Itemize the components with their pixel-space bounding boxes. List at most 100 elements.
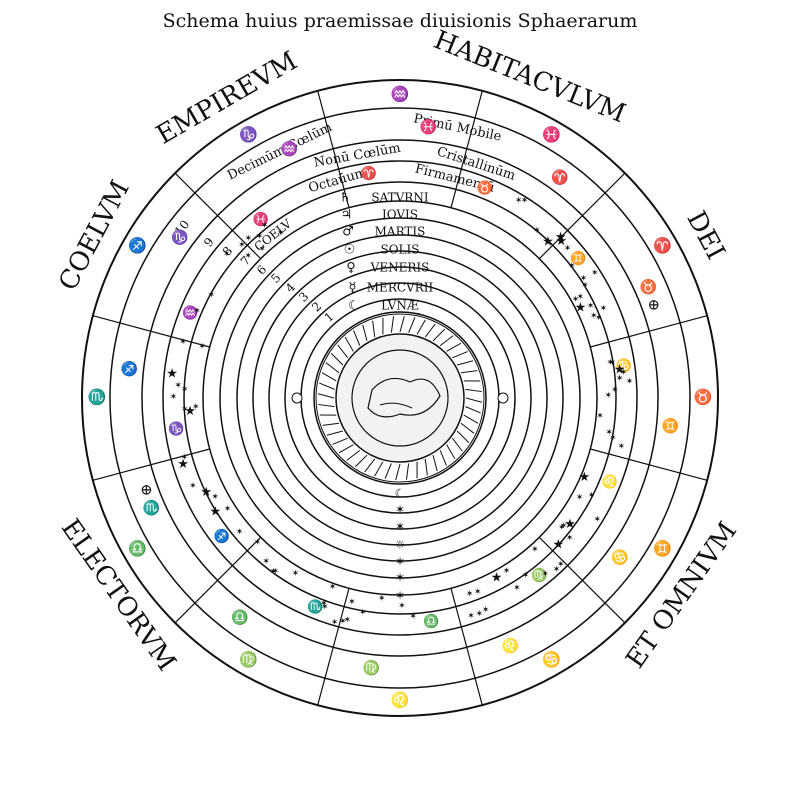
flame-ray bbox=[319, 382, 335, 390]
column-symbol: ☾ bbox=[395, 487, 406, 501]
flame-ray bbox=[344, 336, 354, 352]
star-mark: ✶ bbox=[587, 301, 595, 311]
planet-labels: SATVRNI♄IOVIS♃MARTIS♂SOLIS☉VENERIS♀MERCV… bbox=[339, 191, 433, 314]
star-mark: ✶ bbox=[580, 274, 588, 284]
flame-ray bbox=[318, 403, 335, 408]
outer-word: ET OMNIVM bbox=[620, 517, 743, 674]
planet-name: SATVRNI bbox=[371, 191, 428, 205]
planet-symbol: ☿ bbox=[349, 281, 357, 296]
star-mark: ✶ bbox=[208, 291, 216, 301]
star-mark: ✶ bbox=[475, 609, 483, 619]
star-mark: ✶ bbox=[224, 505, 232, 515]
star-mark: ✶ bbox=[244, 234, 252, 244]
star-mark: ✶ bbox=[292, 569, 300, 579]
star-mark: ✶ bbox=[181, 405, 189, 415]
flame-ray bbox=[424, 458, 428, 476]
planet-name: SOLIS bbox=[381, 243, 420, 257]
star-mark: ✶ bbox=[329, 583, 337, 593]
earth-sun-halo bbox=[315, 313, 485, 483]
star-mark: ✶ bbox=[564, 244, 572, 254]
sphere-ring bbox=[141, 139, 659, 657]
star-mark: ✶ bbox=[557, 560, 565, 570]
column-symbol: ☼ bbox=[395, 538, 406, 552]
star-mark: ✶ bbox=[272, 567, 280, 577]
star-mark: ✶ bbox=[594, 515, 602, 525]
zodiac-sign-outer: ♎ bbox=[128, 540, 147, 558]
flame-ray bbox=[390, 316, 395, 333]
zodiac-sign-firmament: ♑ bbox=[168, 421, 184, 437]
star-mark: ✶ bbox=[223, 249, 231, 259]
star-mark: ✶ bbox=[577, 292, 585, 302]
star-mark: ✶ bbox=[238, 241, 246, 251]
star-mark: ✶ bbox=[609, 358, 617, 368]
zodiac-sign-inner: ♌ bbox=[502, 637, 519, 654]
star-mark: ✶ bbox=[513, 584, 521, 594]
zodiac-sign-outer: ♒ bbox=[391, 85, 410, 103]
star-mark: ✶ bbox=[482, 605, 490, 615]
zodiac-sign-firmament: ♈ bbox=[360, 166, 376, 182]
zodiac-sign-firmament: ♋ bbox=[616, 358, 632, 374]
zodiac-sign-firmament: ♌ bbox=[601, 474, 617, 490]
star-mark: ★ bbox=[166, 367, 178, 382]
star-mark: ✶ bbox=[331, 618, 339, 628]
zodiac-sign-firmament: ♒ bbox=[182, 305, 198, 321]
star-mark: ✶ bbox=[541, 569, 549, 579]
zodiac-sign-outer: ♏ bbox=[88, 388, 107, 406]
sphere-rings bbox=[81, 79, 719, 717]
zodiac-signs: ♈♉♊♉♊♋♊♋♌♋♌♍♌♍♎♍♎♏♎♏♐♏♐♑♐♑♒♑♒♓♒♓♈♓♈♉⊕⊕ bbox=[88, 85, 713, 709]
star-mark: ✶ bbox=[604, 391, 612, 401]
earth-symbol: ⊕ bbox=[647, 296, 660, 314]
zodiac-divider bbox=[174, 172, 262, 260]
earth-globe bbox=[335, 333, 465, 463]
side-marker bbox=[291, 392, 303, 404]
ring-number: 9 bbox=[201, 235, 217, 250]
side-marker bbox=[497, 392, 509, 404]
sphere-ring bbox=[202, 200, 598, 596]
star-mark: ✶ bbox=[269, 567, 277, 577]
star-mark: ★ bbox=[491, 570, 503, 585]
zodiac-sign-inner: ♈ bbox=[551, 169, 568, 186]
star-mark: ✶ bbox=[189, 482, 197, 492]
zodiac-divider bbox=[590, 448, 708, 481]
flame-ray bbox=[321, 372, 337, 382]
diagram-title: Schema huius praemissae diuisionis Sphae… bbox=[162, 10, 638, 32]
star-mark: ✶ bbox=[320, 599, 328, 609]
zodiac-sign-outer: ♉ bbox=[694, 388, 713, 406]
flame-ray bbox=[460, 422, 475, 434]
column-symbol: ✶ bbox=[395, 555, 405, 569]
star-mark: ✶ bbox=[236, 528, 244, 538]
flame-ray bbox=[332, 437, 348, 445]
planet-symbol: ☉ bbox=[344, 243, 356, 258]
zodiac-sign-firmament: ♏ bbox=[307, 599, 323, 615]
earth-center bbox=[291, 313, 509, 483]
flame-ray bbox=[465, 397, 483, 403]
star-mark: ✶ bbox=[595, 314, 603, 324]
planet-name: MERCVRII bbox=[367, 281, 434, 295]
zodiac-sign-inner: ♍ bbox=[363, 660, 380, 677]
flame-ray bbox=[353, 330, 361, 346]
flame-ray bbox=[346, 449, 361, 461]
star-mark: ✶ bbox=[605, 428, 613, 438]
star-mark: ✶ bbox=[581, 281, 589, 291]
zodiac-sign-outer: ♌ bbox=[391, 691, 410, 709]
ring-number: 5 bbox=[268, 271, 283, 286]
sphere-ring bbox=[109, 107, 691, 689]
flame-ray bbox=[457, 360, 474, 366]
star-mark: ★ bbox=[564, 517, 576, 532]
sphere-ring bbox=[183, 181, 617, 615]
star-mark: ✶ bbox=[618, 442, 626, 452]
flame-ray bbox=[463, 414, 479, 424]
zodiac-sign-firmament: ♉ bbox=[477, 180, 493, 196]
star-mark: ✶ bbox=[244, 252, 252, 262]
zodiac-divider bbox=[538, 172, 626, 260]
star-mark: ✶ bbox=[558, 523, 566, 533]
outer-word: COELVM bbox=[53, 176, 136, 296]
planet-symbol: ♂ bbox=[342, 225, 354, 240]
star-mark: ★ bbox=[552, 537, 564, 552]
column-symbol: ✶ bbox=[395, 571, 405, 585]
star-mark: ✶ bbox=[343, 616, 351, 626]
planet-name: MARTIS bbox=[375, 225, 426, 239]
star-mark: ✶ bbox=[576, 493, 584, 503]
star-mark: ★ bbox=[210, 504, 222, 519]
star-mark: ★ bbox=[184, 404, 196, 419]
